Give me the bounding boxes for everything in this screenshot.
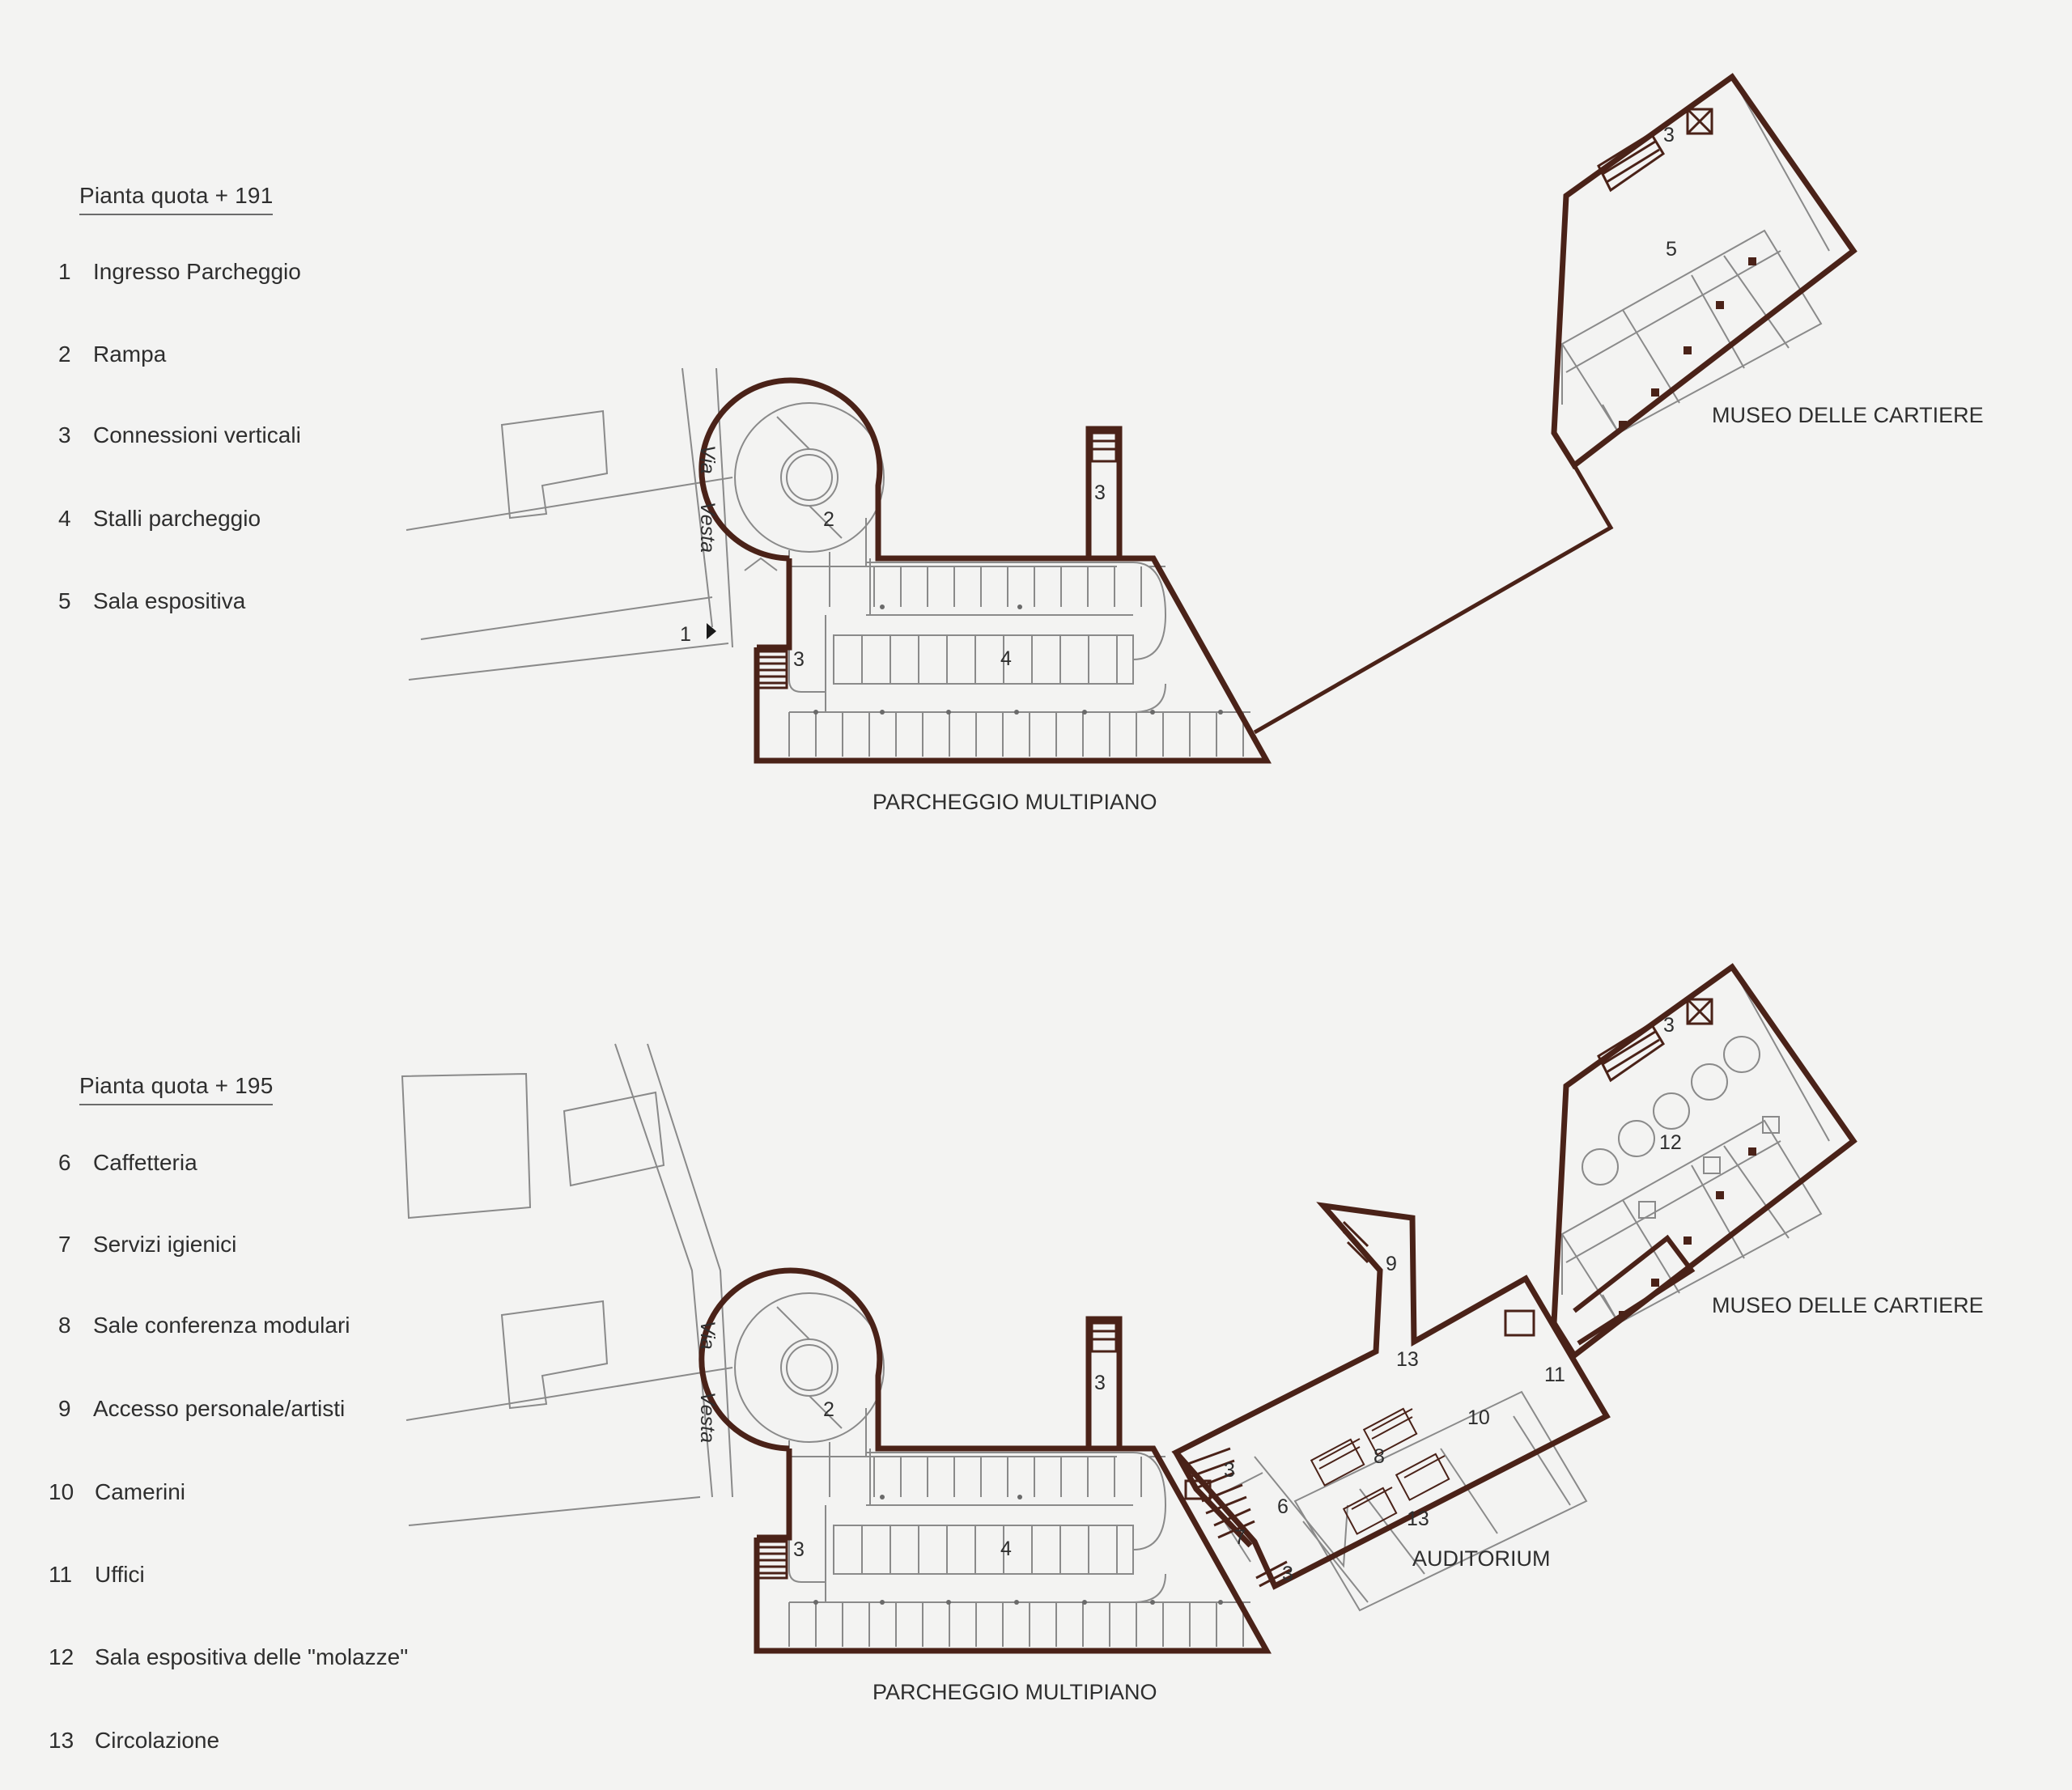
museum-link bbox=[1573, 1234, 1696, 1346]
auditorium-label: AUDITORIUM bbox=[1412, 1546, 1551, 1571]
legend-title-plan2: Pianta quota + 195 bbox=[79, 1073, 274, 1105]
legend-label: Uffici bbox=[95, 1562, 145, 1587]
plan-number-8: 8 bbox=[1374, 1445, 1385, 1468]
plan-number-9: 9 bbox=[1386, 1253, 1397, 1275]
plan-number-2: 2 bbox=[823, 1398, 834, 1421]
legend-number: 5 bbox=[58, 588, 71, 613]
plan-number-10: 10 bbox=[1467, 1406, 1490, 1429]
plan-number-3: 3 bbox=[1282, 1563, 1293, 1585]
legend-number: 13 bbox=[49, 1728, 74, 1753]
legend-number: 10 bbox=[49, 1479, 74, 1504]
legend-number: 4 bbox=[58, 506, 71, 531]
legend-label: Sala espositiva bbox=[93, 588, 246, 613]
legend-number: 8 bbox=[58, 1313, 71, 1338]
plan-number-4: 4 bbox=[1000, 1538, 1012, 1560]
legend-number: 9 bbox=[58, 1396, 71, 1421]
plan-number-5: 5 bbox=[1666, 238, 1677, 261]
plan-number-3: 3 bbox=[1224, 1459, 1235, 1482]
plan-number-3: 3 bbox=[1094, 1372, 1106, 1394]
legend-number: 1 bbox=[58, 259, 71, 284]
legend-number: 3 bbox=[58, 422, 71, 448]
entrance-arrow-icon bbox=[707, 623, 716, 639]
legend-label: Rampa bbox=[93, 341, 167, 367]
legend-number: 12 bbox=[49, 1644, 74, 1669]
legend-label: Accesso personale/artisti bbox=[93, 1396, 346, 1421]
plan-2: 2 3 3 3 3 3 4 6 7 8 9 10 11 12 13 13 Via… bbox=[401, 967, 1984, 1704]
plan-number-3: 3 bbox=[1663, 124, 1675, 146]
legend-number: 6 bbox=[58, 1150, 71, 1175]
plan-number-1: 1 bbox=[680, 623, 691, 646]
legend-label: Sala espositiva delle "molazze" bbox=[95, 1644, 409, 1669]
plan-number-12: 12 bbox=[1659, 1131, 1682, 1154]
legend-number: 2 bbox=[58, 341, 71, 367]
legend-label: Caffetteria bbox=[93, 1150, 197, 1175]
molazze-circles bbox=[1582, 1036, 1780, 1219]
street-name-via: Via bbox=[696, 1321, 719, 1350]
connection-path bbox=[1253, 464, 1614, 735]
legend-label: Stalli parcheggio bbox=[93, 506, 261, 531]
legend-label: Sale conferenza modulari bbox=[93, 1313, 350, 1338]
museum-label: MUSEO DELLE CARTIERE bbox=[1712, 403, 1984, 427]
parking-structure bbox=[702, 380, 1267, 761]
parking-label: PARCHEGGIO MULTIPIANO bbox=[873, 1680, 1157, 1704]
street-name-via: Via bbox=[696, 445, 719, 474]
legend-number: 11 bbox=[49, 1562, 73, 1587]
plan-number-3: 3 bbox=[793, 648, 805, 671]
legend-label: Circolazione bbox=[95, 1728, 220, 1753]
legend-title-plan1: Pianta quota + 191 bbox=[79, 183, 274, 215]
plan-number-13: 13 bbox=[1396, 1348, 1419, 1371]
street-name-vesta: Vesta bbox=[696, 502, 719, 553]
plan-1: 1 2 3 3 3 4 5 Via Vesta PARCHEGGIO MULTI… bbox=[405, 77, 1984, 814]
plan-number-7: 7 bbox=[1234, 1526, 1246, 1549]
plan-number-13: 13 bbox=[1407, 1508, 1429, 1530]
plan-number-4: 4 bbox=[1000, 647, 1012, 670]
plan-number-11: 11 bbox=[1544, 1364, 1565, 1386]
parking-label: PARCHEGGIO MULTIPIANO bbox=[873, 790, 1157, 814]
legend-label: Camerini bbox=[95, 1479, 186, 1504]
legend-label: Connessioni verticali bbox=[93, 422, 301, 448]
museum-label: MUSEO DELLE CARTIERE bbox=[1712, 1293, 1984, 1317]
plan-number-3: 3 bbox=[793, 1538, 805, 1561]
context-buildings bbox=[401, 1043, 733, 1526]
legend-label: Servizi igienici bbox=[93, 1232, 237, 1257]
ramp-chevron-icon bbox=[744, 557, 778, 571]
legend-label: Ingresso Parcheggio bbox=[93, 259, 301, 284]
street-name-vesta: Vesta bbox=[696, 1392, 719, 1443]
legend-number: 7 bbox=[58, 1232, 71, 1257]
auditorium-block bbox=[1171, 1202, 1611, 1612]
plan-number-3: 3 bbox=[1663, 1014, 1675, 1037]
plan-number-6: 6 bbox=[1277, 1495, 1289, 1518]
plan-number-2: 2 bbox=[823, 508, 834, 531]
plan-number-3: 3 bbox=[1094, 481, 1106, 504]
